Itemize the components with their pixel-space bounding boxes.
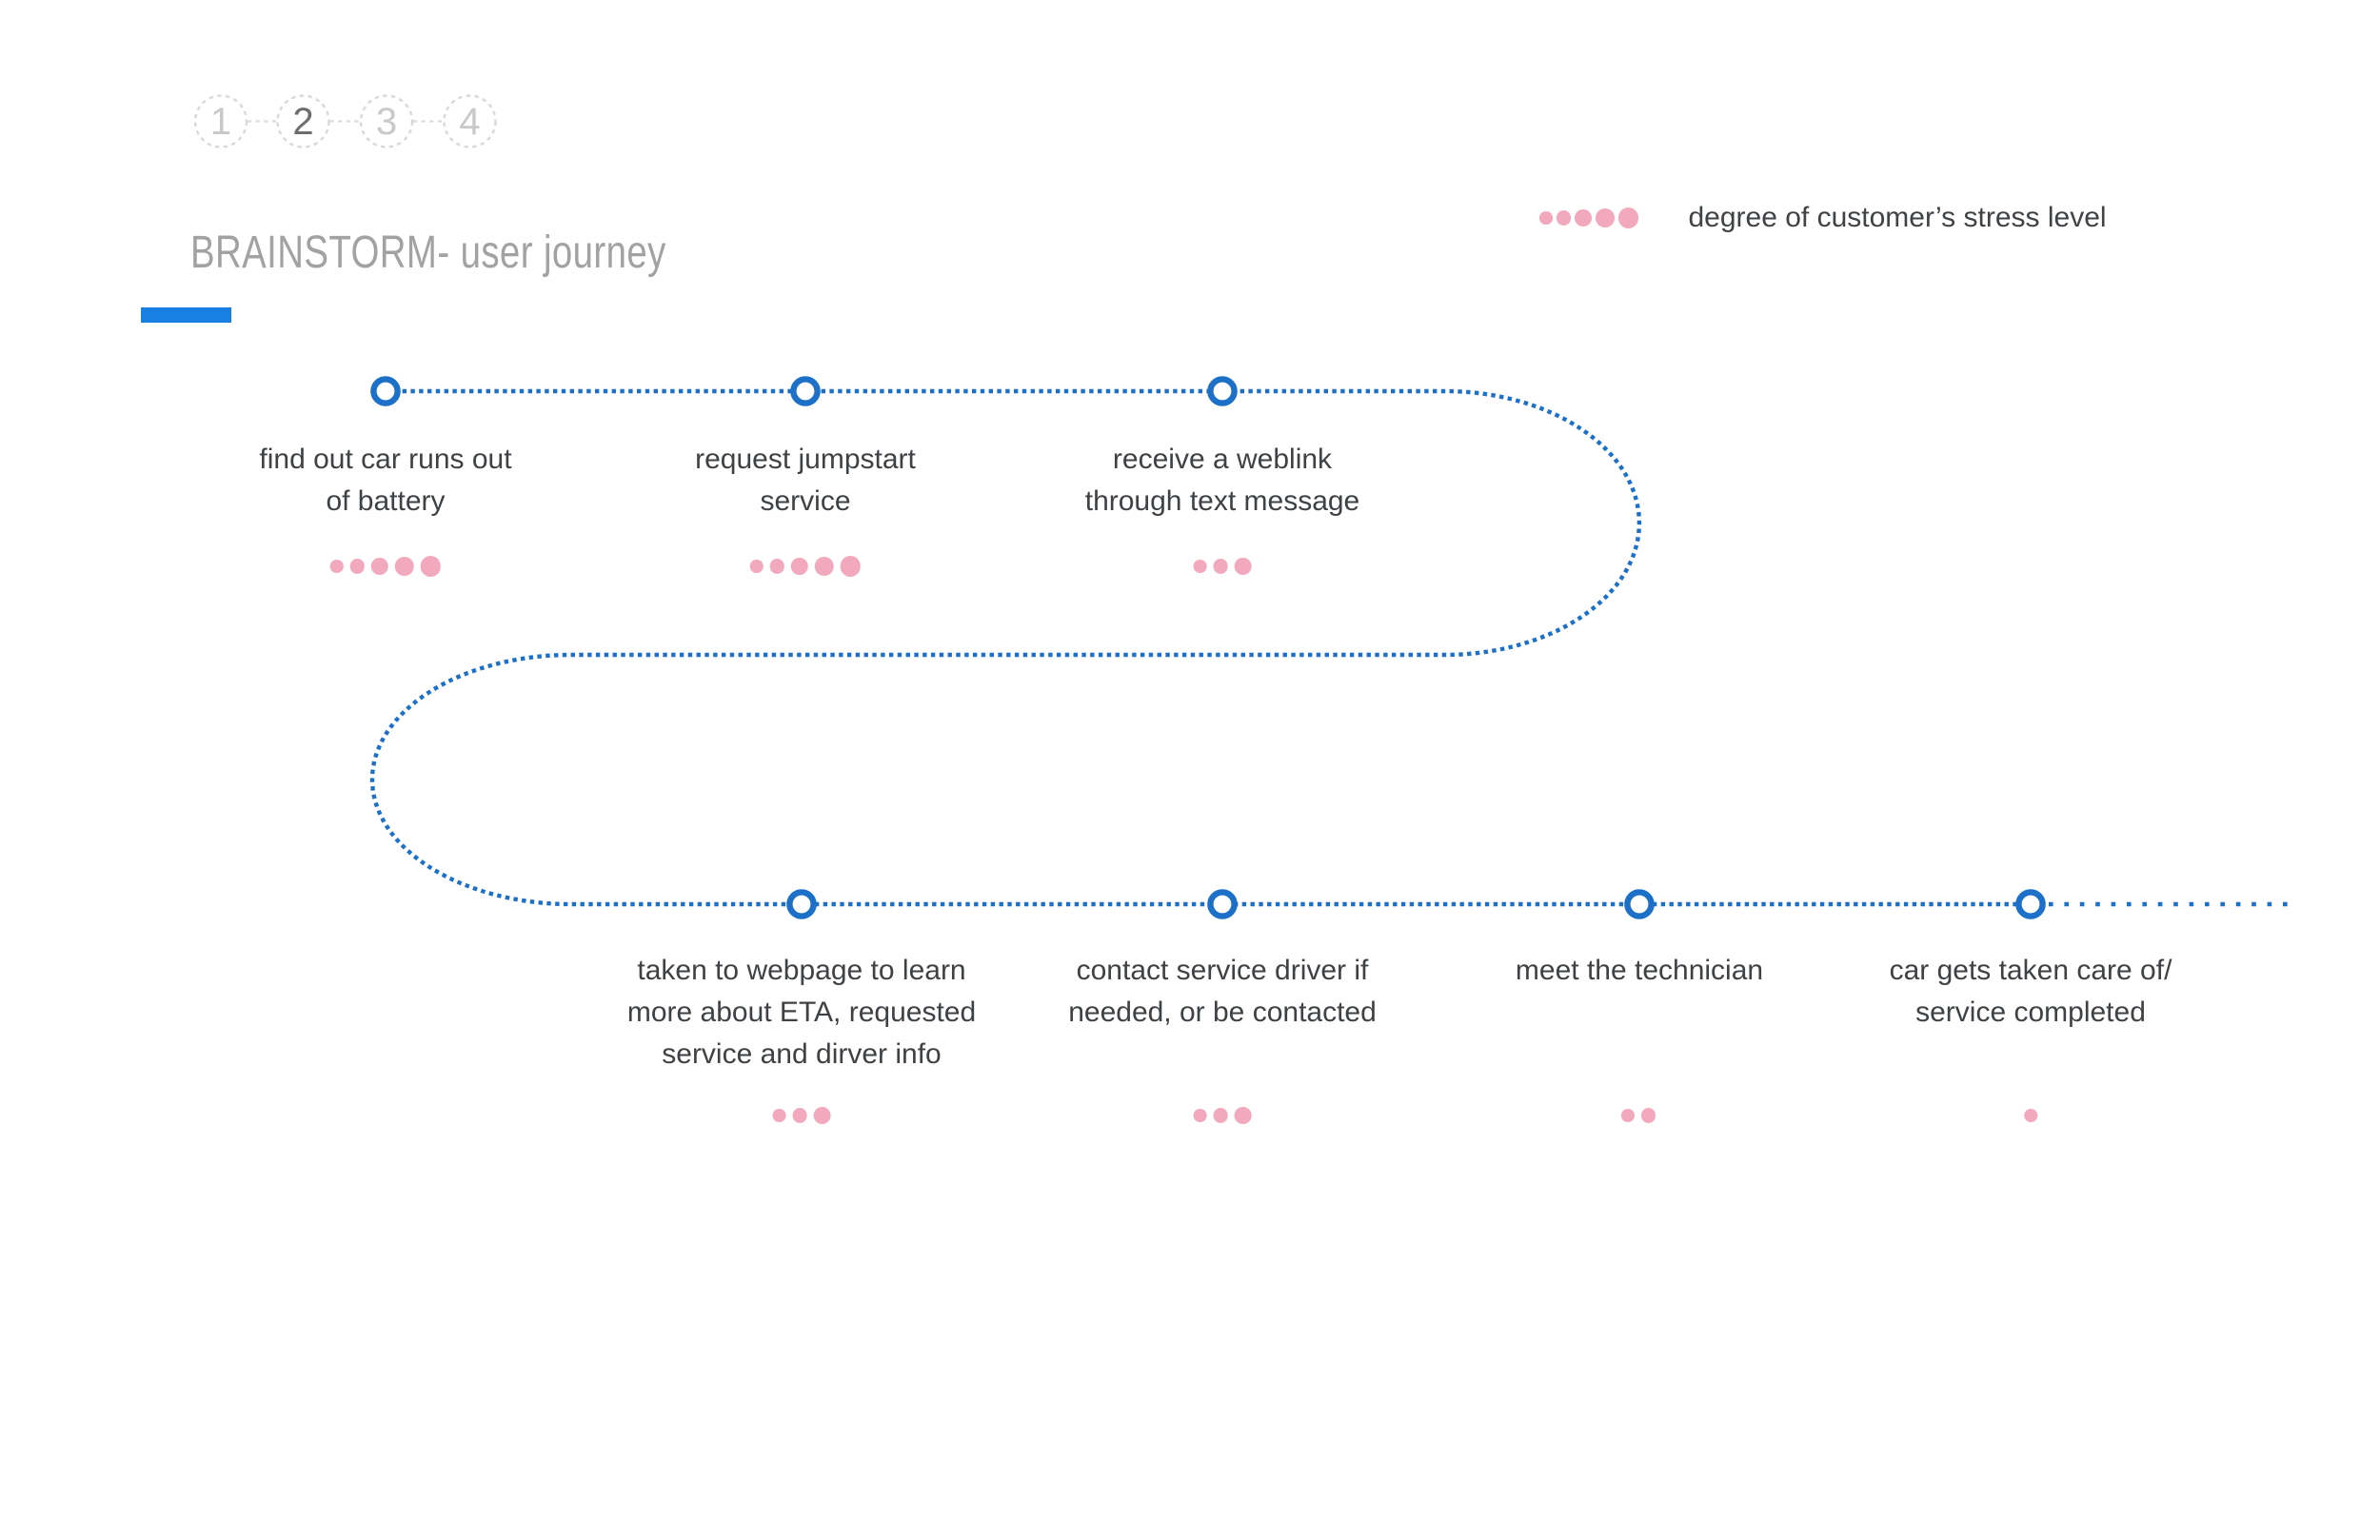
stress-dot xyxy=(2024,1109,2037,1122)
journey-node-5-circle xyxy=(1207,889,1238,919)
stress-dot xyxy=(792,1108,807,1123)
journey-node-7-circle xyxy=(2015,889,2046,919)
stress-dot xyxy=(1213,559,1228,574)
title-accent-bar xyxy=(141,307,231,323)
label-line: taken to webpage to learn xyxy=(637,955,966,986)
stress-dot xyxy=(1193,1109,1207,1122)
stress-dot xyxy=(813,1107,831,1124)
step-3-circle[interactable] xyxy=(359,94,414,148)
journey-route xyxy=(369,376,2289,919)
journey-node-2-circle xyxy=(790,376,821,406)
label-line: through text message xyxy=(1084,485,1360,517)
stress-dot xyxy=(769,559,784,574)
label-line: needed, or be contacted xyxy=(1068,997,1377,1028)
journey-node-1-label: find out car runs out of battery xyxy=(259,439,511,523)
stress-dot xyxy=(1595,208,1615,227)
journey-node-4-circle xyxy=(786,889,817,919)
journey-node-4-label: taken to webpage to learn more about ETA… xyxy=(627,950,976,1076)
stress-dot xyxy=(772,1109,786,1122)
journey-node-1-circle xyxy=(370,376,401,406)
journey-node-2-label: request jumpstart service xyxy=(695,439,916,523)
journey-node-3-circle xyxy=(1207,376,1238,406)
journey-node-6-circle xyxy=(1624,889,1655,919)
label-line: receive a weblink xyxy=(1112,444,1333,475)
step-4-circle[interactable] xyxy=(443,94,497,148)
stress-dot xyxy=(1620,1109,1635,1122)
stress-dot xyxy=(329,560,344,573)
stress-dot xyxy=(1213,1108,1228,1123)
stress-dot xyxy=(1617,207,1639,228)
journey-node-3-label: receive a weblink through text message xyxy=(1085,439,1360,523)
label-line: of battery xyxy=(326,485,446,517)
step-1-circle[interactable] xyxy=(193,94,248,148)
stress-dot xyxy=(1539,211,1553,225)
stress-dot xyxy=(790,558,808,575)
stress-dot xyxy=(1193,560,1207,573)
stress-dot xyxy=(814,557,834,576)
journey-node-3-stress-dots xyxy=(1193,555,1252,578)
stress-dot xyxy=(370,558,388,575)
stress-dot xyxy=(1575,209,1592,227)
journey-route-path xyxy=(369,388,2037,907)
journey-node-2-stress-dots xyxy=(749,555,862,578)
stress-legend: degree of customer’s stress level xyxy=(1539,196,2107,240)
label-line: car gets taken care of/ xyxy=(1889,955,2172,986)
label-line: find out car runs out xyxy=(259,444,512,475)
page-title: BRAINSTORM- user journey xyxy=(190,227,666,278)
label-line: service completed xyxy=(1915,997,2146,1028)
stress-dot xyxy=(840,556,862,577)
stress-dot xyxy=(394,557,414,576)
label-line: meet the technician xyxy=(1515,955,1764,986)
label-line: contact service driver if xyxy=(1076,955,1369,986)
stress-dot xyxy=(1640,1108,1656,1123)
step-1-number[interactable]: 1 xyxy=(209,101,232,143)
stress-legend-label: degree of customer’s stress level xyxy=(1688,202,2107,233)
label-line: request jumpstart xyxy=(695,444,916,475)
journey-node-7-label: car gets taken care of/ service complete… xyxy=(1890,950,2172,1034)
stress-dot xyxy=(749,560,764,573)
journey-node-5-label: contact service driver if needed, or be … xyxy=(1068,950,1377,1034)
stress-dot xyxy=(349,559,365,574)
step-2-number[interactable]: 2 xyxy=(292,101,314,143)
journey-node-1-stress-dots xyxy=(329,555,442,578)
label-line: service and dirver info xyxy=(662,1038,942,1070)
stress-dot xyxy=(1556,210,1572,226)
step-2-circle-active[interactable] xyxy=(276,94,330,148)
step-3-number[interactable]: 3 xyxy=(375,101,398,143)
journey-node-6-label: meet the technician xyxy=(1516,950,1763,992)
journey-node-4-stress-dots xyxy=(772,1104,831,1127)
stress-legend-dots xyxy=(1539,207,1639,228)
label-line: more about ETA, requested xyxy=(626,997,977,1028)
journey-node-7-stress-dots xyxy=(2024,1104,2037,1127)
journey-node-5-stress-dots xyxy=(1193,1104,1252,1127)
stepper-graphic xyxy=(193,94,497,148)
label-line: service xyxy=(760,485,851,517)
stress-dot xyxy=(1234,558,1252,575)
step-4-number[interactable]: 4 xyxy=(459,101,481,143)
stress-dot xyxy=(420,556,442,577)
journey-node-6-stress-dots xyxy=(1620,1104,1656,1127)
stress-dot xyxy=(1234,1107,1252,1124)
